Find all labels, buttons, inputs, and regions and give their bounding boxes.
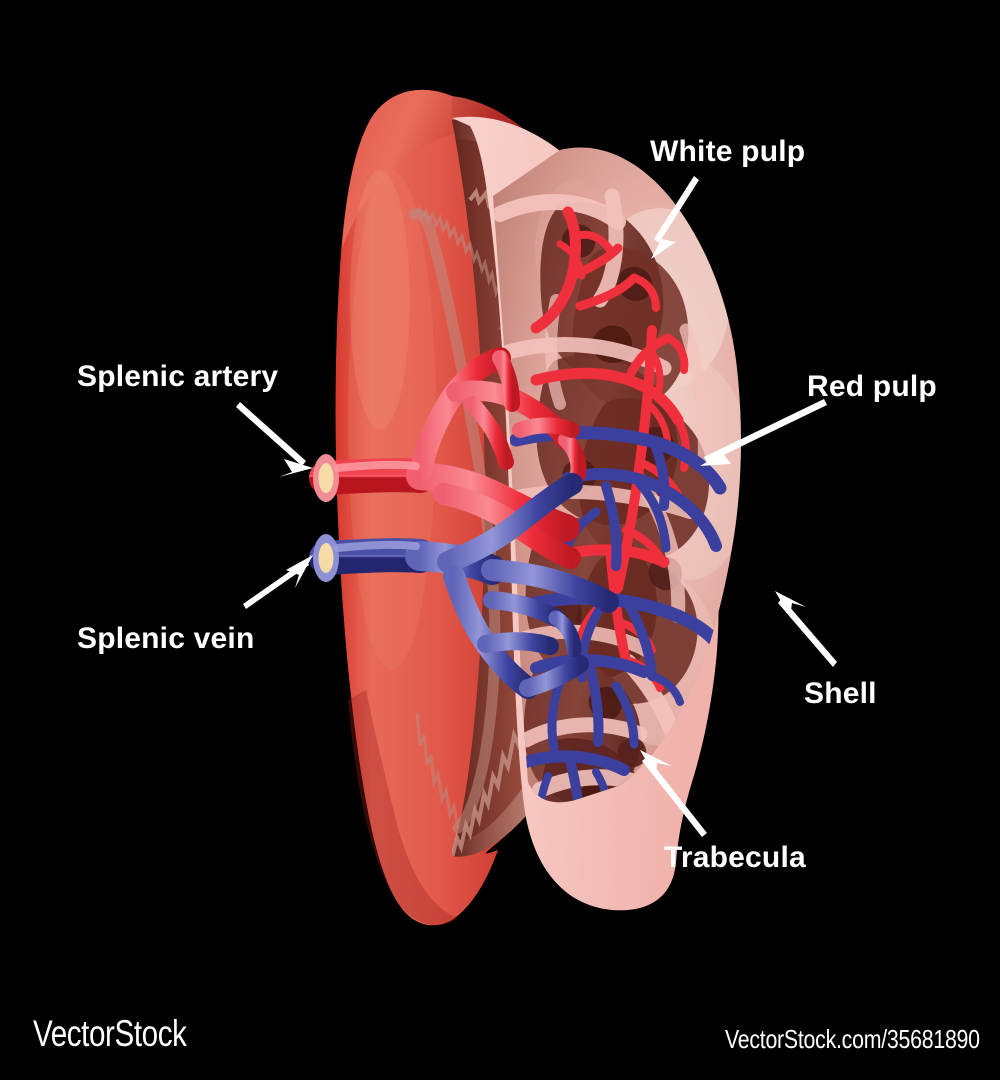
label-splenic-vein: Splenic vein (77, 622, 255, 655)
red-pulp-arrow (700, 399, 827, 466)
label-trabecula: Trabecula (664, 841, 806, 874)
artery-lumen (318, 463, 334, 493)
splenic-vein-vessel (309, 473, 619, 699)
trabecula-target (617, 737, 647, 768)
label-shell: Shell (804, 677, 877, 710)
vein-lumen (318, 543, 334, 573)
spleen-interior (493, 147, 741, 803)
vectorstock-brand-watermark: VectorStock (33, 1013, 187, 1054)
splenic-artery-arrow (236, 402, 313, 477)
label-splenic-artery: Splenic artery (77, 360, 279, 393)
splenic-vein-arrow (243, 555, 313, 609)
label-red-pulp: Red pulp (807, 370, 937, 403)
shell-arrow (775, 591, 837, 667)
label-white-pulp: White pulp (650, 135, 806, 168)
vectorstock-url-watermark: VectorStock.com/35681890 (725, 1024, 980, 1054)
trabecula-arrow (640, 750, 707, 837)
white-pulp-arrow (651, 176, 699, 259)
pointer-arrows (236, 176, 837, 837)
